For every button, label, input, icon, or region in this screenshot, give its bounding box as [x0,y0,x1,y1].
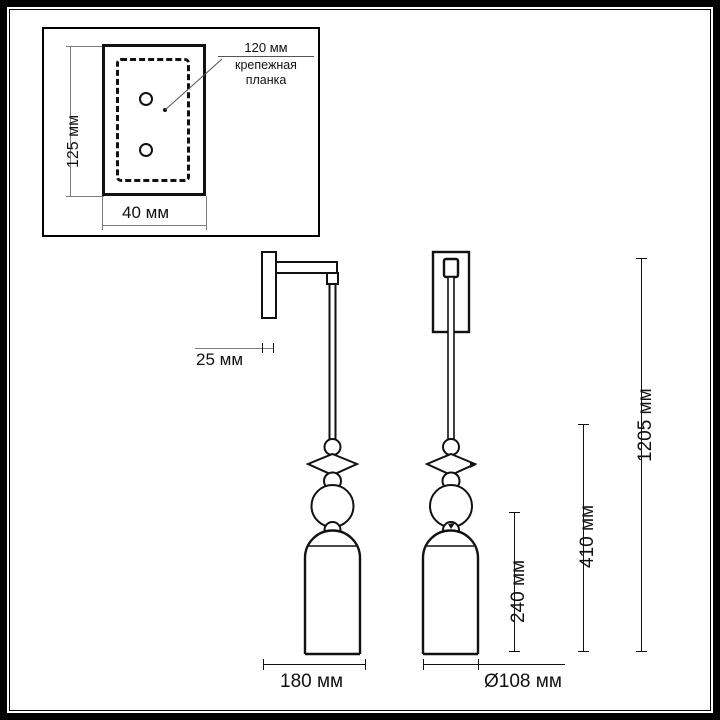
dim-1205-tick-bottom [636,651,647,652]
dim-410-tick-top [578,424,589,425]
dim-180-tick-left [263,659,264,670]
dim-125-label: 125 мм [65,114,82,168]
center-arrow-marks [448,462,476,529]
dim-125-ext-top [70,46,104,47]
dim-410-line [583,424,584,651]
dim-125-line [70,46,71,196]
page-border-inner [9,9,711,711]
lamp-front-view [420,248,540,658]
dim-108-tick-right [478,659,479,670]
lamp-side-view [250,248,380,658]
dim-25-tick-left [262,343,263,353]
dim-125-ext-bottom [70,196,104,197]
dim-410-label: 410 мм [577,504,598,568]
dim-40-line [102,225,206,226]
leader-line [164,58,223,111]
screw-hole-upper [139,92,153,106]
dim-40-ext-right [206,196,207,225]
callout-label-line2: планка [245,73,287,87]
dim-25-label: 25 мм [196,350,244,369]
dim-40-label: 40 мм [122,203,170,222]
dim-40-tick-left [102,220,103,230]
dim-25-line [195,348,273,349]
dim-1205-line [641,258,642,651]
dim-108-label: Ø108 мм [484,671,562,692]
dim-180-line [263,664,365,665]
dim-25-tick-right [273,343,274,353]
dim-40-tick-right [206,220,207,230]
dim-180-tick-right [365,659,366,670]
dim-1205-tick-top [636,258,647,259]
dim-240-label: 240 мм [508,559,529,623]
mounting-plate-callout: 120 мм крепежная планка [218,40,314,87]
dim-108-tick-left [423,659,424,670]
dim-40-ext-left [102,196,103,225]
dim-1205-label: 1205 мм [635,388,656,462]
dim-180-label: 180 мм [280,671,344,692]
dim-108-line [423,664,565,665]
dim-240-line [514,512,515,651]
dim-240-tick-bottom [509,651,520,652]
mounting-bracket-dashed-outline [116,58,190,182]
dim-410-tick-bottom [578,651,589,652]
screw-hole-lower [139,143,153,157]
callout-label-line1: крепежная [235,58,297,72]
dim-240-tick-top [509,512,520,513]
callout-dimension: 120 мм [218,40,314,57]
